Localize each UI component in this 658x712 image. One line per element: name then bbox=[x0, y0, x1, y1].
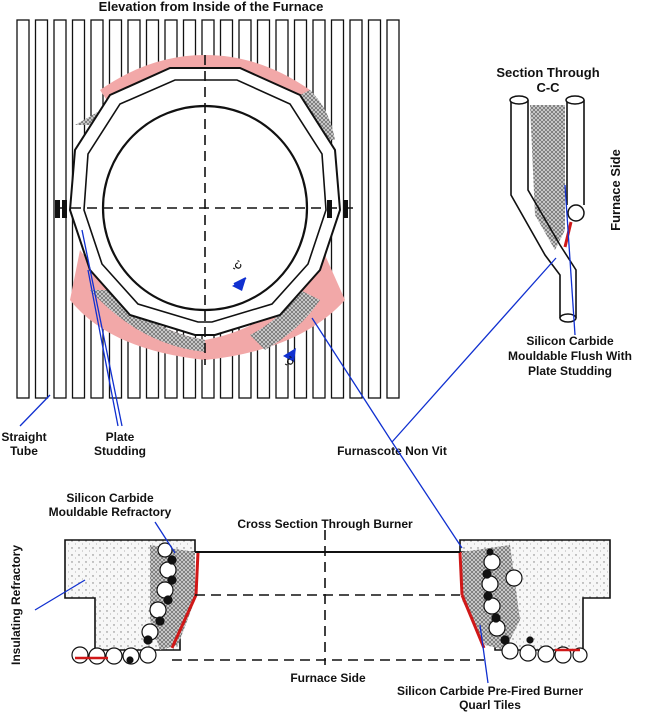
section-marker-bottom: 'C' bbox=[283, 348, 297, 369]
section-cc-drawing bbox=[509, 95, 585, 323]
insulating-refractory-label: Insulating Refractory bbox=[9, 545, 23, 665]
sic-flush-label-1: Silicon Carbide bbox=[526, 334, 614, 348]
tube-section bbox=[88, 647, 106, 665]
tube-section bbox=[167, 555, 177, 565]
tube-section bbox=[481, 575, 499, 593]
plate-studding-label-1: Plate bbox=[106, 430, 135, 444]
svg-text:'C': 'C' bbox=[283, 355, 297, 369]
tube-section bbox=[159, 561, 177, 579]
tube-section bbox=[483, 597, 501, 615]
tube-section bbox=[157, 542, 173, 558]
furnace-side-vertical: Furnace Side bbox=[608, 149, 623, 231]
straight-tube bbox=[367, 19, 382, 399]
tube-section bbox=[71, 646, 89, 664]
tube-section bbox=[143, 635, 153, 645]
leader-lines bbox=[19, 184, 576, 684]
sic-mouldable-label-1: Silicon Carbide bbox=[66, 491, 154, 505]
svg-text:'C': 'C' bbox=[231, 259, 245, 273]
straight-tube bbox=[386, 19, 400, 399]
tube-section bbox=[155, 616, 165, 626]
leader-straight-tube bbox=[19, 394, 51, 427]
tube-section bbox=[483, 591, 493, 601]
tube-section bbox=[139, 646, 157, 664]
sic-prefired-label-2: Quarl Tiles bbox=[459, 698, 521, 712]
leader-sic-flush bbox=[564, 184, 576, 336]
tube-section bbox=[537, 645, 555, 663]
section-marker-top: 'C' bbox=[231, 259, 247, 291]
leader-furnascote-bottom bbox=[391, 441, 463, 549]
leader-furnascote-right bbox=[391, 257, 557, 443]
tube-section bbox=[526, 636, 534, 644]
tube-section bbox=[500, 635, 510, 645]
furnascote-label: Furnascote Non Vit bbox=[337, 444, 447, 458]
tube-section bbox=[572, 647, 588, 663]
straight-tube bbox=[34, 19, 49, 399]
section-cc-title-1: Section Through bbox=[496, 65, 599, 80]
leader-furnascote-left bbox=[311, 317, 393, 443]
furnace-side-bottom: Furnace Side bbox=[290, 671, 366, 685]
straight-tube bbox=[349, 19, 363, 399]
tube-section bbox=[505, 569, 523, 587]
straight-tube-label-2: Tube bbox=[10, 444, 38, 458]
sic-prefired-label-1: Silicon Carbide Pre-Fired Burner bbox=[397, 684, 583, 698]
leader-plate-studding-1 bbox=[87, 269, 119, 427]
tube-section bbox=[149, 601, 167, 619]
section-cc-title-2: C-C bbox=[536, 80, 560, 95]
straight-tube bbox=[16, 19, 30, 399]
elevation-title: Elevation from Inside of the Furnace bbox=[99, 0, 324, 14]
sic-mouldable-label-2: Mouldable Refractory bbox=[49, 505, 172, 519]
tube-section bbox=[156, 581, 174, 599]
leader-insulating bbox=[34, 579, 86, 611]
leader-sic-prefired bbox=[479, 624, 489, 684]
tube-section bbox=[126, 656, 134, 664]
leader-plate-studding-2 bbox=[81, 229, 123, 427]
tube-section bbox=[163, 595, 173, 605]
tube-section bbox=[501, 642, 519, 660]
cross-section-drawing bbox=[64, 530, 611, 665]
tube-section bbox=[167, 575, 177, 585]
tube-section bbox=[491, 613, 501, 623]
sic-flush-label-3: Plate Studding bbox=[528, 364, 612, 378]
cross-section-title: Cross Section Through Burner bbox=[237, 517, 413, 531]
plate-studding-label-2: Studding bbox=[94, 444, 146, 458]
sic-flush-label-2: Mouldable Flush With bbox=[508, 349, 632, 363]
burner-opening bbox=[55, 55, 355, 365]
leader-sic-mouldable bbox=[154, 521, 176, 554]
straight-tube-label-1: Straight bbox=[1, 430, 46, 444]
tube-section bbox=[519, 644, 537, 662]
tube-section bbox=[483, 553, 501, 571]
tube-section bbox=[486, 548, 494, 556]
tube-section bbox=[105, 647, 123, 665]
tube-section bbox=[482, 569, 492, 579]
